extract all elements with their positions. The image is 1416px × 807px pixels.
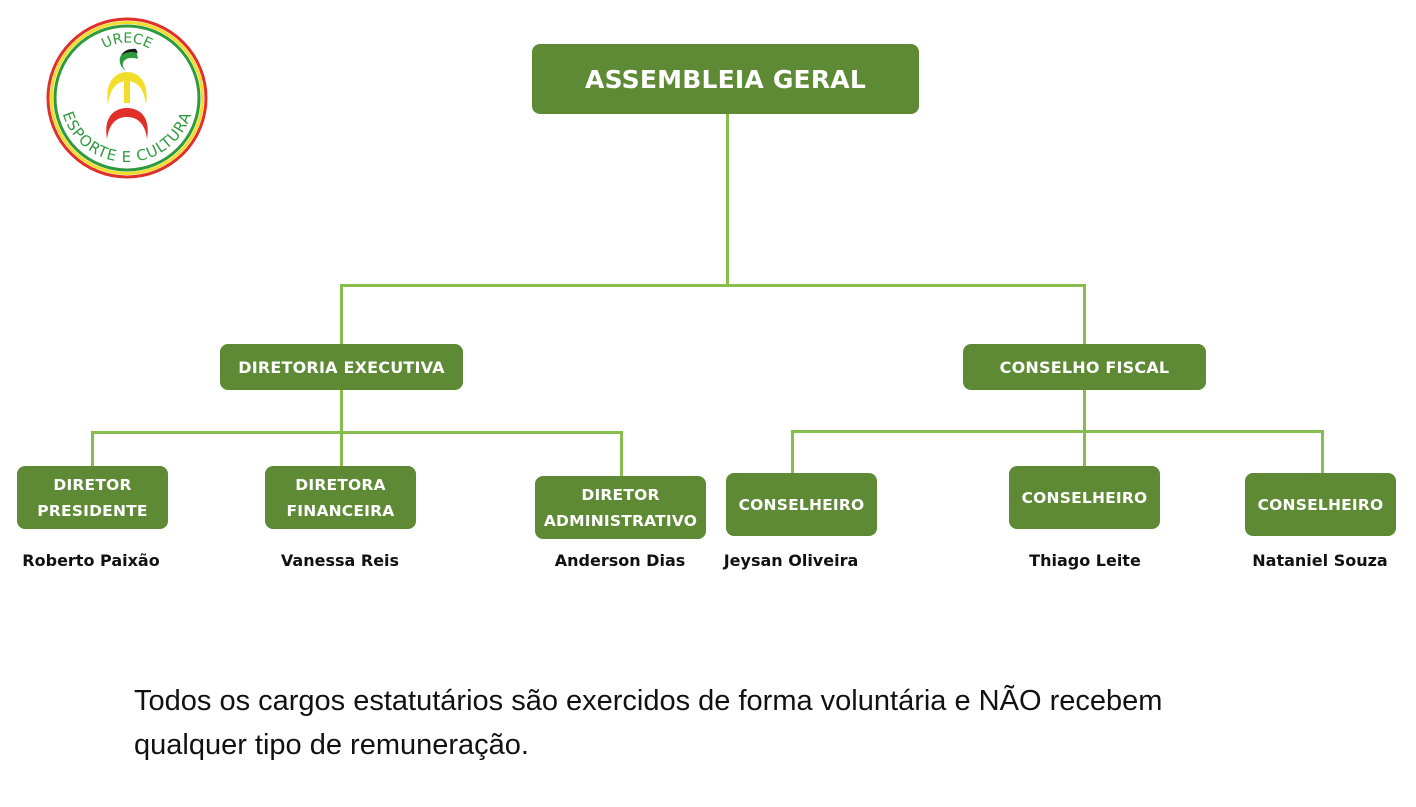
logo-text-top: URECE	[99, 31, 154, 53]
connector-conselho-up	[1083, 284, 1086, 344]
node-assembleia-geral: ASSEMBLEIA GERAL	[532, 44, 919, 114]
connector-presidente	[91, 431, 94, 467]
logo-crescent-green	[119, 48, 138, 71]
member-name-jeysan-oliveira: Jeysan Oliveira	[723, 551, 859, 570]
role-line: PRESIDENTE	[37, 501, 148, 520]
node-diretoria-executiva: DIRETORIA EXECUTIVA	[220, 344, 463, 390]
role-line: DIRETORA	[295, 475, 386, 494]
node-diretora-financeira: DIRETORA FINANCEIRA	[265, 466, 416, 529]
node-diretor-administrativo: DIRETOR ADMINISTRATIVO	[535, 476, 706, 539]
logo-arch-red	[106, 108, 148, 139]
role-line: DIRETOR	[53, 475, 132, 494]
member-name-roberto-paixao: Roberto Paixão	[22, 551, 160, 570]
node-conselheiro-2: CONSELHEIRO	[1009, 466, 1160, 529]
role-line: FINANCEIRA	[286, 501, 395, 520]
member-name-thiago-leite: Thiago Leite	[1029, 551, 1141, 570]
role-line: DIRETOR	[581, 485, 660, 504]
node-conselheiro-1: CONSELHEIRO	[726, 473, 877, 536]
connector-diretoria-down	[340, 390, 343, 467]
urece-logo: URECE ESPORTE E CULTURA	[46, 17, 208, 179]
role-line: CONSELHEIRO	[1257, 495, 1384, 514]
connector-level1-horizontal	[340, 284, 1086, 287]
node-label: CONSELHO FISCAL	[999, 357, 1170, 377]
node-diretor-presidente: DIRETOR PRESIDENTE	[17, 466, 168, 529]
connector-administrativo	[620, 431, 623, 477]
node-label: ASSEMBLEIA GERAL	[585, 64, 866, 94]
footer-note: Todos os cargos estatutários são exercid…	[134, 679, 1334, 767]
connector-conselho-down	[1083, 390, 1086, 467]
connector-conselho-horizontal	[791, 430, 1324, 433]
connector-conselheiro-1	[791, 430, 794, 474]
role-line: ADMINISTRATIVO	[543, 511, 698, 530]
node-conselheiro-3: CONSELHEIRO	[1245, 473, 1396, 536]
node-label: DIRETORIA EXECUTIVA	[238, 357, 445, 377]
connector-diretoria-horizontal	[91, 431, 623, 434]
footer-line: Todos os cargos estatutários são exercid…	[134, 685, 1163, 717]
role-line: CONSELHEIRO	[738, 495, 865, 514]
connector-diretoria-up	[340, 284, 343, 344]
member-name-nataniel-souza: Nataniel Souza	[1252, 551, 1388, 570]
member-name-anderson-dias: Anderson Dias	[554, 551, 686, 570]
node-conselho-fiscal: CONSELHO FISCAL	[963, 344, 1206, 390]
connector-root-down	[726, 114, 729, 287]
footer-line: qualquer tipo de remuneração.	[134, 729, 529, 761]
role-line: CONSELHEIRO	[1021, 488, 1148, 507]
connector-conselheiro-3	[1321, 430, 1324, 474]
logo-arch-yellow	[107, 72, 147, 105]
member-name-vanessa-reis: Vanessa Reis	[280, 551, 400, 570]
